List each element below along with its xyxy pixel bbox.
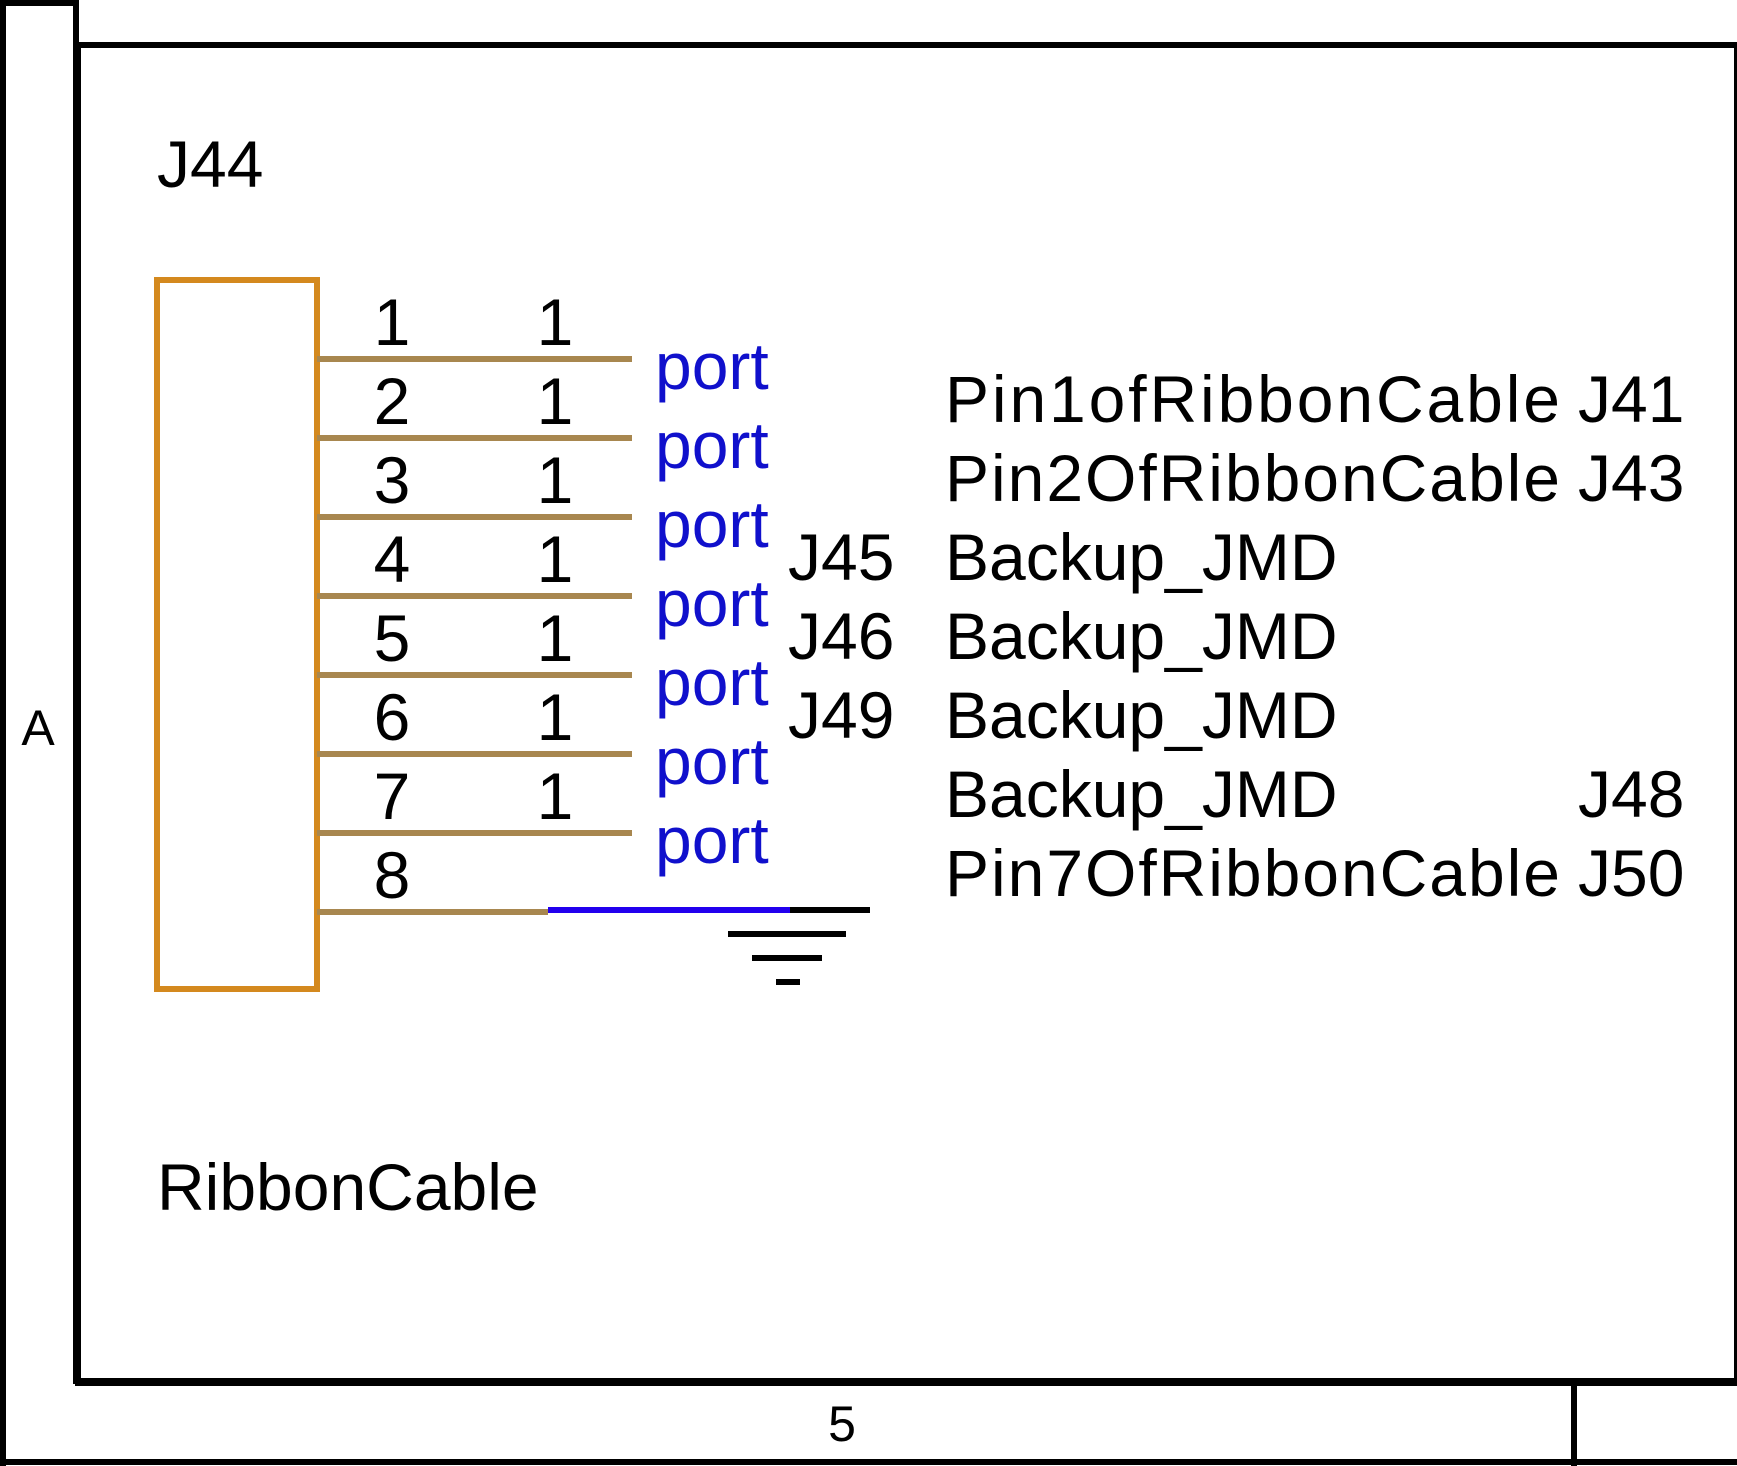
port-net-name: Pin1ofRibbonCable: [945, 362, 1560, 436]
port-net-name: Pin7OfRibbonCable: [945, 836, 1560, 910]
port-net-name: Backup_JMD: [945, 678, 1338, 752]
pin-net-count: 1: [537, 443, 574, 517]
pin-number: 4: [374, 522, 411, 596]
pin-net-count: 1: [537, 364, 574, 438]
port-right-ref: J41: [1578, 362, 1684, 436]
pin-number: 7: [374, 759, 411, 833]
pin-2[interactable]: 2 1 port: [317, 364, 769, 482]
pin-5[interactable]: 5 1 port: [317, 601, 769, 719]
pin-net-count: 1: [537, 759, 574, 833]
port-label: port: [655, 566, 769, 640]
port-label: port: [655, 803, 769, 877]
port-net-name: Backup_JMD: [945, 520, 1338, 594]
zone-col-label: 5: [828, 1396, 856, 1452]
component-value: RibbonCable: [157, 1150, 539, 1224]
component-ref: J44: [157, 127, 263, 201]
port-label: port: [655, 487, 769, 561]
pin-4[interactable]: 4 1 port: [317, 522, 769, 640]
port-row-4: J46 Backup_JMD: [788, 599, 1338, 673]
pin-number: 5: [374, 601, 411, 675]
pin-net-count: 1: [537, 601, 574, 675]
port-net-name: Backup_JMD: [945, 599, 1338, 673]
port-ref: J46: [788, 599, 894, 673]
ground-icon: [548, 907, 870, 985]
pin-1[interactable]: 1 1 port: [317, 285, 769, 403]
pin-6[interactable]: 6 1 port: [317, 680, 769, 798]
pin-number: 8: [374, 838, 411, 912]
pin-net-count: 1: [537, 680, 574, 754]
port-label: port: [655, 724, 769, 798]
port-right-ref: J43: [1578, 441, 1684, 515]
port-net-name: Pin2OfRibbonCable: [945, 441, 1560, 515]
zone-row-label: A: [21, 700, 55, 756]
port-ref: J45: [788, 520, 894, 594]
port-net-name: Backup_JMD: [945, 757, 1338, 831]
port-row-5: J49 Backup_JMD: [788, 678, 1338, 752]
pin-number: 2: [374, 364, 411, 438]
port-ref: J49: [788, 678, 894, 752]
pin-net-count: 1: [537, 522, 574, 596]
port-label: port: [655, 329, 769, 403]
port-row-3: J45 Backup_JMD: [788, 520, 1338, 594]
port-label: port: [655, 645, 769, 719]
pin-net-count: 1: [537, 285, 574, 359]
pin-number: 1: [374, 285, 411, 359]
port-row-6: Backup_JMD J48: [945, 757, 1684, 831]
frame-inner-border: [75, 42, 1737, 1386]
pin-8[interactable]: 8: [317, 838, 548, 915]
port-right-ref: J48: [1578, 757, 1684, 831]
pin-number: 3: [374, 443, 411, 517]
pin-7[interactable]: 7 1 port: [317, 759, 769, 877]
port-right-ref: J50: [1578, 836, 1684, 910]
pin-3[interactable]: 3 1 port: [317, 443, 769, 561]
pin-number: 6: [374, 680, 411, 754]
connector-body[interactable]: [154, 277, 320, 992]
port-label: port: [655, 408, 769, 482]
